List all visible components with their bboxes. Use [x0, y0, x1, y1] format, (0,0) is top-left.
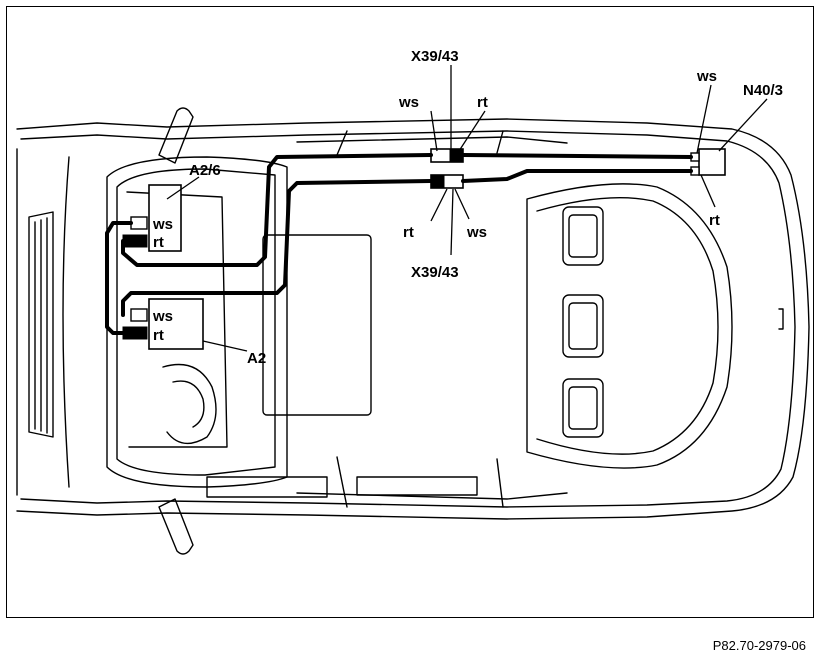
- cable-to-a26: [121, 153, 433, 267]
- car-wiring-diagram: X39/43 ws rt rt ws X39/43 ws N40/3 rt A2…: [16, 48, 810, 555]
- car-body-inner: [20, 130, 796, 508]
- label-x39-43-top: X39/43: [411, 48, 459, 65]
- cable-to-a2: [121, 179, 433, 317]
- figure-caption: P82.70-2979-06: [712, 638, 806, 653]
- label-ws-top: ws: [398, 94, 419, 111]
- label-rt-n40: rt: [709, 212, 720, 229]
- rear-seat-right: [562, 378, 604, 438]
- label-x39-43-bottom: X39/43: [411, 264, 459, 281]
- cable-ws-main: [461, 153, 693, 159]
- hood-left-edge: [62, 156, 70, 488]
- label-n40-3: N40/3: [743, 82, 783, 99]
- rear-seat-left: [562, 206, 604, 266]
- label-a26-rt: rt: [153, 234, 164, 251]
- module-a2: [148, 298, 204, 350]
- car-body-outline: [16, 118, 810, 520]
- diagram-frame: X39/43 ws rt rt ws X39/43 ws N40/3 rt A2…: [6, 6, 814, 618]
- label-ws-n40: ws: [696, 68, 717, 85]
- label-a2: A2: [247, 350, 266, 367]
- cable-rt-main: [461, 169, 693, 183]
- rear-window: [526, 183, 733, 469]
- door-line-bottom: [296, 492, 568, 500]
- module-a2-6: [148, 184, 182, 252]
- sunroof: [262, 234, 372, 416]
- label-ws-bottom: ws: [466, 224, 487, 241]
- label-a2-rt: rt: [153, 327, 164, 344]
- label-a2-6: A2/6: [189, 162, 221, 179]
- module-n40-3: [698, 148, 726, 176]
- label-rt-top: rt: [477, 94, 488, 111]
- label-a26-ws: ws: [152, 216, 173, 233]
- grille: [28, 211, 54, 438]
- door-line-top: [296, 136, 568, 144]
- rear-seat-center: [562, 294, 604, 358]
- label-a2-ws: ws: [152, 308, 173, 325]
- mirror-top: [158, 107, 194, 164]
- mirror-bottom: [158, 498, 194, 555]
- label-rt-bottom: rt: [403, 224, 414, 241]
- cable-loop: [105, 221, 133, 335]
